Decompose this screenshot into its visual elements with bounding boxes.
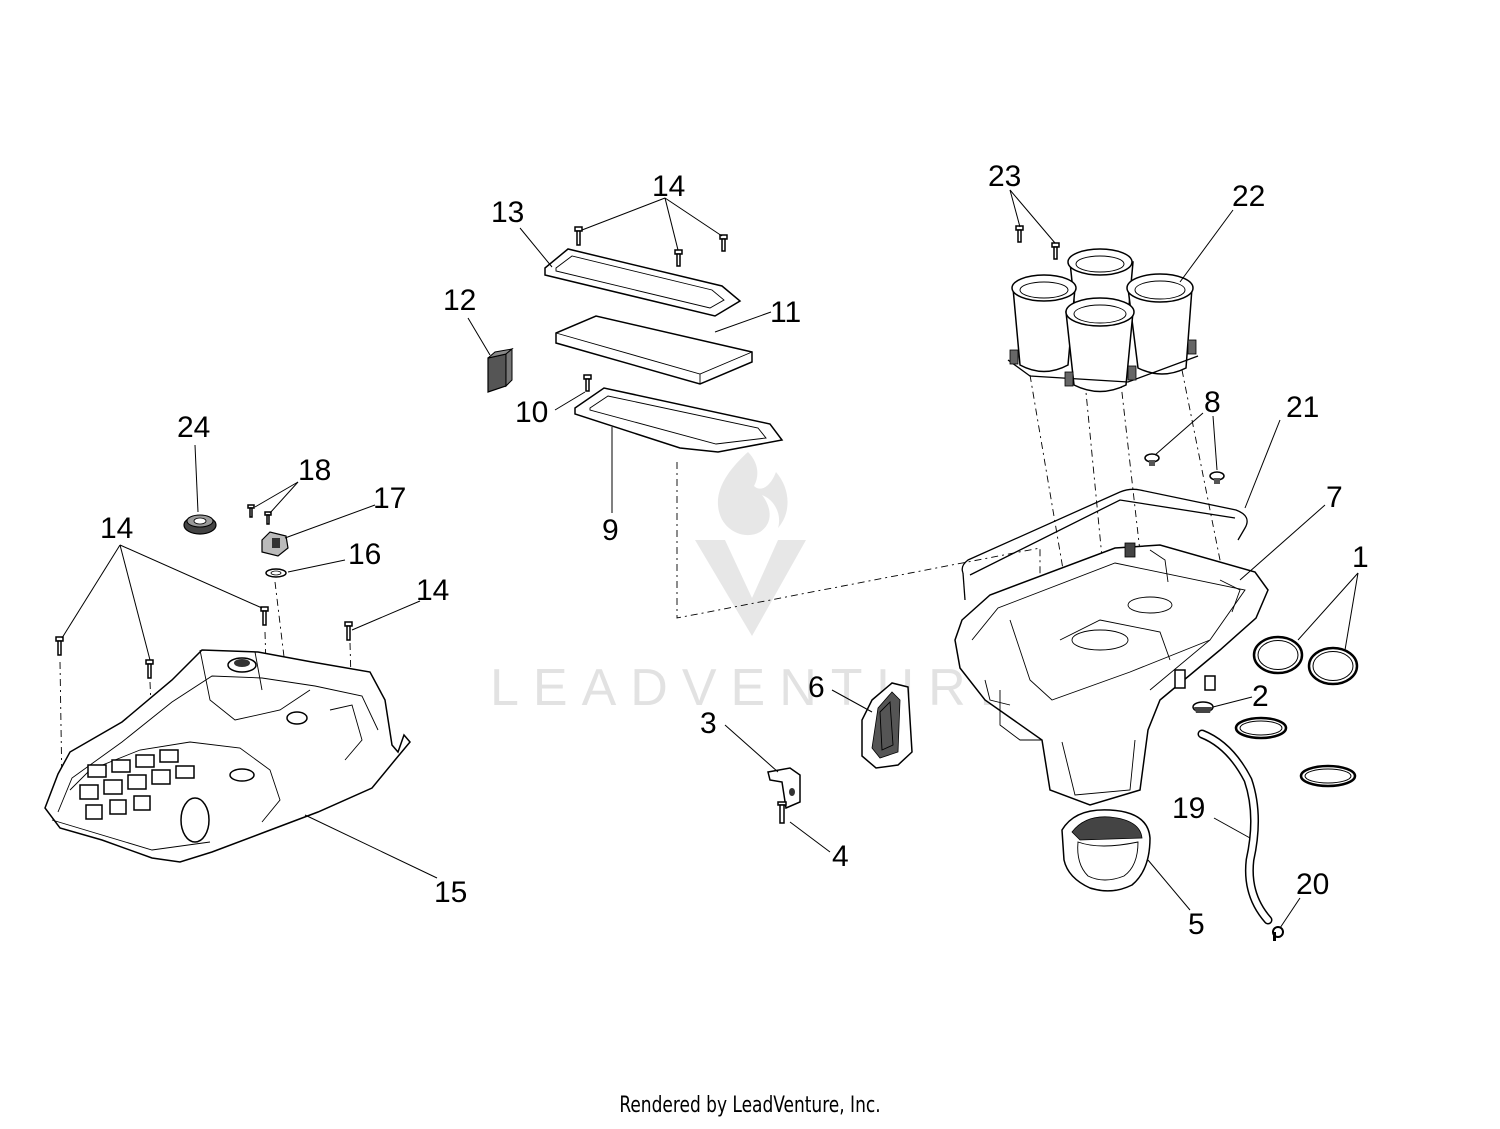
small-block-part [487, 347, 514, 393]
callout-24: 24 [177, 411, 210, 444]
duct-rubber-part [861, 682, 913, 769]
callout-20: 20 [1296, 868, 1329, 901]
footer-credit: Rendered by LeadVenture, Inc. [619, 1093, 881, 1118]
callout-19: 19 [1172, 792, 1205, 825]
callout-2: 2 [1252, 680, 1269, 713]
intake-ducts-part [1007, 248, 1199, 393]
cover-part [44, 649, 411, 863]
intake-boot-part [1061, 809, 1151, 892]
callout-11: 11 [770, 296, 801, 329]
callout-14-right: 14 [416, 574, 449, 607]
bracket-part [767, 767, 801, 824]
breather-hose-part [1197, 729, 1284, 941]
o-rings-part [1234, 635, 1359, 788]
callout-17: 17 [373, 482, 406, 515]
callout-14-left: 14 [100, 512, 133, 545]
callout-7: 7 [1326, 481, 1343, 514]
callout-5: 5 [1188, 908, 1205, 941]
callout-21: 21 [1286, 391, 1319, 424]
callout-15: 15 [434, 876, 467, 909]
cover-frame-part [544, 248, 742, 317]
callout-14-top: 14 [652, 170, 685, 203]
watermark-logo: LEADVENTURE [490, 452, 1028, 717]
leader-lines [61, 189, 1359, 929]
callout-8: 8 [1204, 386, 1221, 419]
push-fasteners [1144, 453, 1225, 484]
watermark-text: LEADVENTURE [490, 659, 1028, 717]
callout-22: 22 [1232, 180, 1265, 213]
callout-12: 12 [443, 284, 476, 317]
sensor-part [261, 531, 289, 578]
callout-labels: 1 2 3 4 5 6 7 8 9 10 11 12 13 14 14 14 1… [100, 160, 1369, 941]
callout-23: 23 [988, 160, 1021, 193]
screws [55, 225, 1060, 679]
callout-1: 1 [1352, 541, 1369, 574]
callout-16: 16 [348, 538, 381, 571]
callout-10: 10 [515, 396, 548, 429]
callout-9: 9 [602, 514, 619, 547]
gasket-part [961, 488, 1248, 601]
air-filter-part [555, 315, 753, 385]
callout-4: 4 [832, 840, 849, 873]
airbox-housing-part [954, 542, 1269, 806]
filter-base-part [574, 387, 784, 453]
callout-3: 3 [700, 707, 717, 740]
clip-part [1192, 701, 1214, 713]
callout-13: 13 [491, 196, 524, 229]
callout-6: 6 [808, 671, 825, 704]
callout-18: 18 [298, 454, 331, 487]
grommet-part [183, 514, 217, 535]
